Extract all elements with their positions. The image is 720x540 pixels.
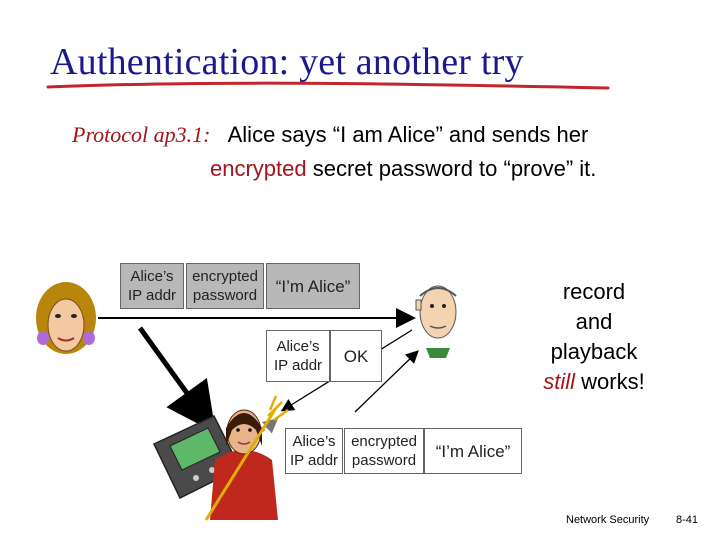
msg3-claim: “I’m Alice” [424,428,522,474]
msg1-enc-line1: encrypted [192,268,258,285]
bob-figure [415,285,457,358]
slide-title: Authentication: yet another try [50,41,524,83]
note-line-2: and [575,309,613,334]
note-works: works! [581,369,645,394]
msg1-claim: “I’m Alice” [266,263,360,309]
trudy-playback-arrow [354,350,419,413]
msg1-addr-line1: Alice’s [130,268,174,285]
msg3-encrypted-password: encrypted password [344,428,424,474]
msg1-enc-line2: password [192,287,258,304]
msg3-enc-line1: encrypted [351,433,417,450]
alice-figure [36,282,96,354]
protocol-line-2: encrypted secret password to “prove” it. [210,156,596,182]
trudy-figure [204,395,289,521]
footer-page-number: 8-41 [676,514,699,526]
note-line-1: record [562,279,626,304]
recording-arrow [137,326,216,434]
msg2-ok: OK [330,330,382,382]
msg2-addr-line2: IP addr [273,357,323,374]
playback-note: record and playback still works! [534,277,654,397]
msg3-addr-line1: Alice’s [292,433,336,450]
msg3-addr-line2: IP addr [289,452,339,469]
msg2-ip-addr: Alice’s IP addr [266,330,330,382]
footer-course: Network Security [566,514,650,526]
protocol-text-2: secret password to “prove” it. [312,156,597,181]
msg1-encrypted-password: encrypted password [186,263,264,309]
msg2-addr-line1: Alice’s [276,338,320,355]
protocol-text-1: Alice says “I am Alice” and sends her [227,122,589,147]
protocol-label: Protocol ap3.1: [72,122,211,147]
msg3-ip-addr: Alice’s IP addr [285,428,343,474]
msg3-enc-line2: password [351,452,417,469]
msg1-ip-addr: Alice’s IP addr [120,263,184,309]
protocol-emphasis: encrypted [210,156,307,181]
note-still: still [543,369,576,394]
note-line-4: still works! [534,367,654,397]
protocol-line-1: Protocol ap3.1: Alice says “I am Alice” … [72,122,588,148]
msg1-addr-line2: IP addr [127,287,177,304]
note-line-3: playback [550,339,638,364]
